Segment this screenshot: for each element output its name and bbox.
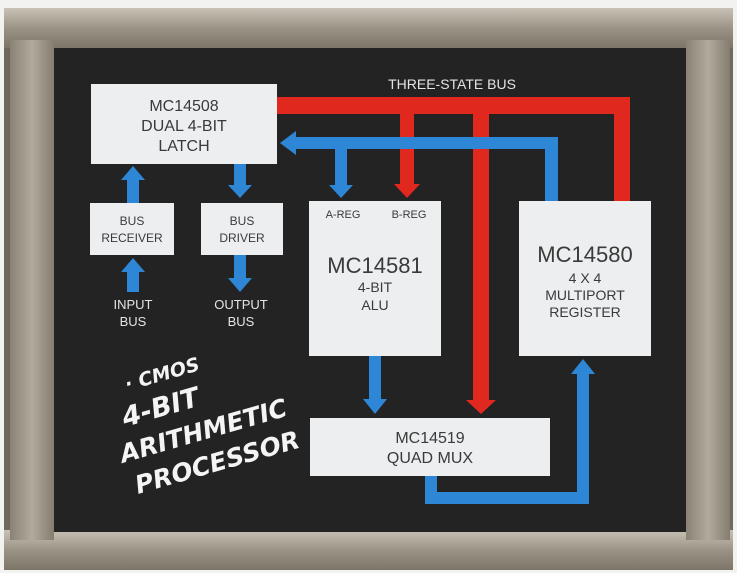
alu-label-2: 4-BIT xyxy=(358,279,393,295)
alu-label-1: MC14581 xyxy=(327,253,422,278)
register-label-2: 4 X 4 xyxy=(569,270,602,286)
mux-label-2: QUAD MUX xyxy=(387,450,474,467)
output-bus-label-1: OUTPUT xyxy=(214,297,268,312)
latch-label-1: MC14508 xyxy=(149,98,218,115)
mux-box xyxy=(310,418,550,476)
three-state-bus-label: THREE-STATE BUS xyxy=(388,76,516,92)
mux-label-1: MC14519 xyxy=(395,430,464,447)
bus-receiver-box xyxy=(90,203,174,255)
frame-bottom xyxy=(4,530,733,570)
bus-driver-label-1: BUS xyxy=(230,214,255,228)
bus-driver-label-2: DRIVER xyxy=(219,231,265,245)
frame-left xyxy=(10,40,54,540)
alu-a-reg-label: A-REG xyxy=(326,209,361,221)
register-label-3: MULTIPORT xyxy=(545,287,625,303)
input-bus-label-1: INPUT xyxy=(114,297,153,312)
frame-top xyxy=(4,8,733,48)
alu-label-3: ALU xyxy=(361,297,388,313)
bus-receiver-label-1: BUS xyxy=(120,214,145,228)
alu-b-reg-label: B-REG xyxy=(392,209,427,221)
latch-label-2: DUAL 4-BIT xyxy=(141,118,227,135)
alu-box xyxy=(309,201,441,356)
latch-box xyxy=(91,84,277,164)
bus-receiver-label-2: RECEIVER xyxy=(101,231,163,245)
register-label-4: REGISTER xyxy=(549,304,621,320)
input-bus-label-2: BUS xyxy=(120,314,147,329)
three-state-bus-red xyxy=(276,97,630,414)
blue-bus xyxy=(121,131,595,504)
output-bus-label-2: BUS xyxy=(228,314,255,329)
latch-label-3: LATCH xyxy=(158,138,209,155)
register-label-1: MC14580 xyxy=(537,242,632,267)
frame-right xyxy=(686,40,730,540)
register-box xyxy=(519,201,651,356)
bus-driver-box xyxy=(201,203,283,255)
